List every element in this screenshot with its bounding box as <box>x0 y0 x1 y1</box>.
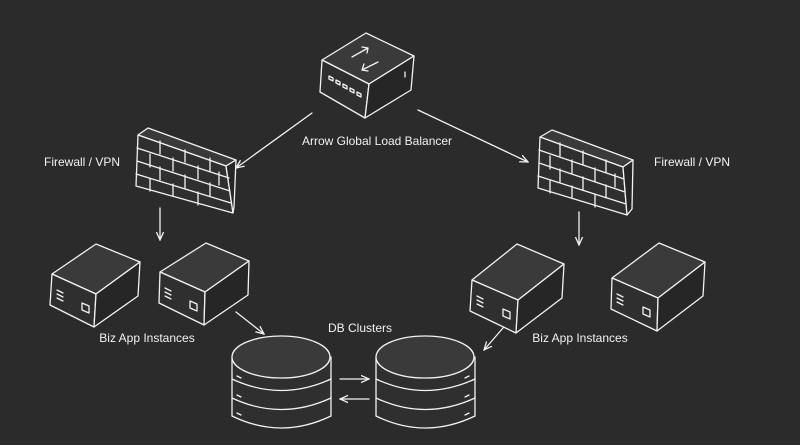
connectors <box>160 109 579 399</box>
apps-left-label: Biz App Instances <box>99 331 194 345</box>
server-left-1-icon <box>49 243 141 328</box>
server-left-2-icon <box>158 242 250 326</box>
arrow-apps-right-to-db <box>484 327 504 350</box>
db-cluster-left-icon <box>231 335 332 429</box>
server-right-2-icon <box>610 242 706 332</box>
firewall-left-label: Firewall / VPN <box>44 155 120 169</box>
server-right-1-icon <box>469 243 565 334</box>
firewall-right-label: Firewall / VPN <box>654 155 730 169</box>
arrow-lb-to-firewall-right <box>417 109 528 162</box>
db-label: DB Clusters <box>328 321 392 335</box>
apps-right-label: Biz App Instances <box>532 331 627 345</box>
load-balancer-icon <box>319 32 415 119</box>
firewall-right-icon <box>537 129 634 216</box>
arrow-lb-to-firewall-left <box>236 112 313 168</box>
db-cluster-right-icon <box>375 335 476 429</box>
firewall-left-icon <box>135 127 237 214</box>
arrow-apps-left-to-db <box>235 311 264 334</box>
load-balancer-label: Arrow Global Load Balancer <box>302 134 452 148</box>
